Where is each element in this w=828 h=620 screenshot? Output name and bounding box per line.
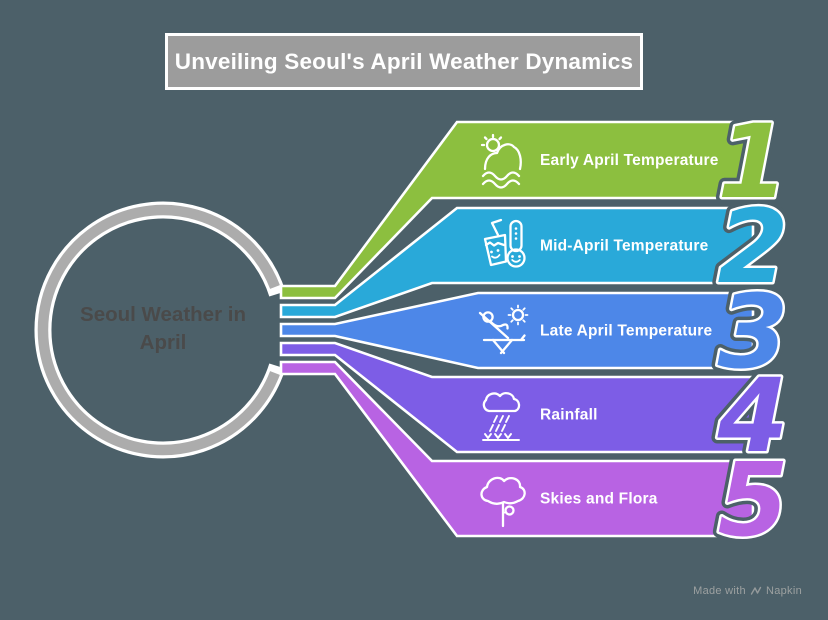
rain-cloud-icon: [482, 392, 521, 441]
step-number-4-outline: 4: [717, 357, 789, 476]
ribbon-4: [279, 341, 755, 454]
watermark: Made with Napkin: [693, 584, 802, 598]
banner-label-1: Early April Temperature: [540, 152, 719, 169]
step-number-3-outline: 3: [718, 273, 789, 392]
banner-label-3: Late April Temperature: [540, 323, 713, 340]
title-banner: Unveiling Seoul's April Weather Dynamics: [165, 33, 643, 90]
banner-label-4: Rainfall: [540, 407, 598, 424]
step-number-5: 5: [718, 441, 789, 560]
watermark-brand: Napkin: [765, 585, 802, 597]
step-number-2-outline: 2: [718, 188, 789, 307]
ribbon-3: [279, 291, 755, 370]
sun-over-sea-icon: [480, 133, 522, 189]
banner-labels: Early April Temperature Mid-April Temper…: [540, 152, 719, 508]
banner-label-2: Mid-April Temperature: [540, 238, 709, 255]
ribbon-5: [279, 360, 755, 538]
hub-ring-stroke: [37, 204, 280, 456]
step-numbers: 1 1 2 2 3 3 4 4 5 5: [711, 97, 795, 566]
step-number-1-outline: 1: [718, 103, 789, 222]
lounge-chair-sun-icon: [478, 304, 529, 355]
tree-flora-icon: [480, 476, 526, 528]
drink-thermometer-icon: [483, 218, 526, 268]
step-number-2: 2: [718, 188, 789, 307]
watermark-prefix: Made with: [693, 585, 746, 597]
banner-label-5: Skies and Flora: [540, 491, 658, 508]
step-number-1: 1: [718, 103, 789, 222]
step-number-3: 3: [718, 273, 789, 392]
ribbon-1: [279, 120, 755, 300]
step-number-4: 4: [717, 357, 789, 476]
hub-ring: [34, 201, 286, 459]
page-title: Unveiling Seoul's April Weather Dynamics: [174, 48, 634, 74]
step-number-5-outline: 5: [718, 441, 789, 560]
hub-label: Seoul Weather in April: [80, 303, 246, 354]
napkin-logo-icon: [750, 586, 762, 595]
